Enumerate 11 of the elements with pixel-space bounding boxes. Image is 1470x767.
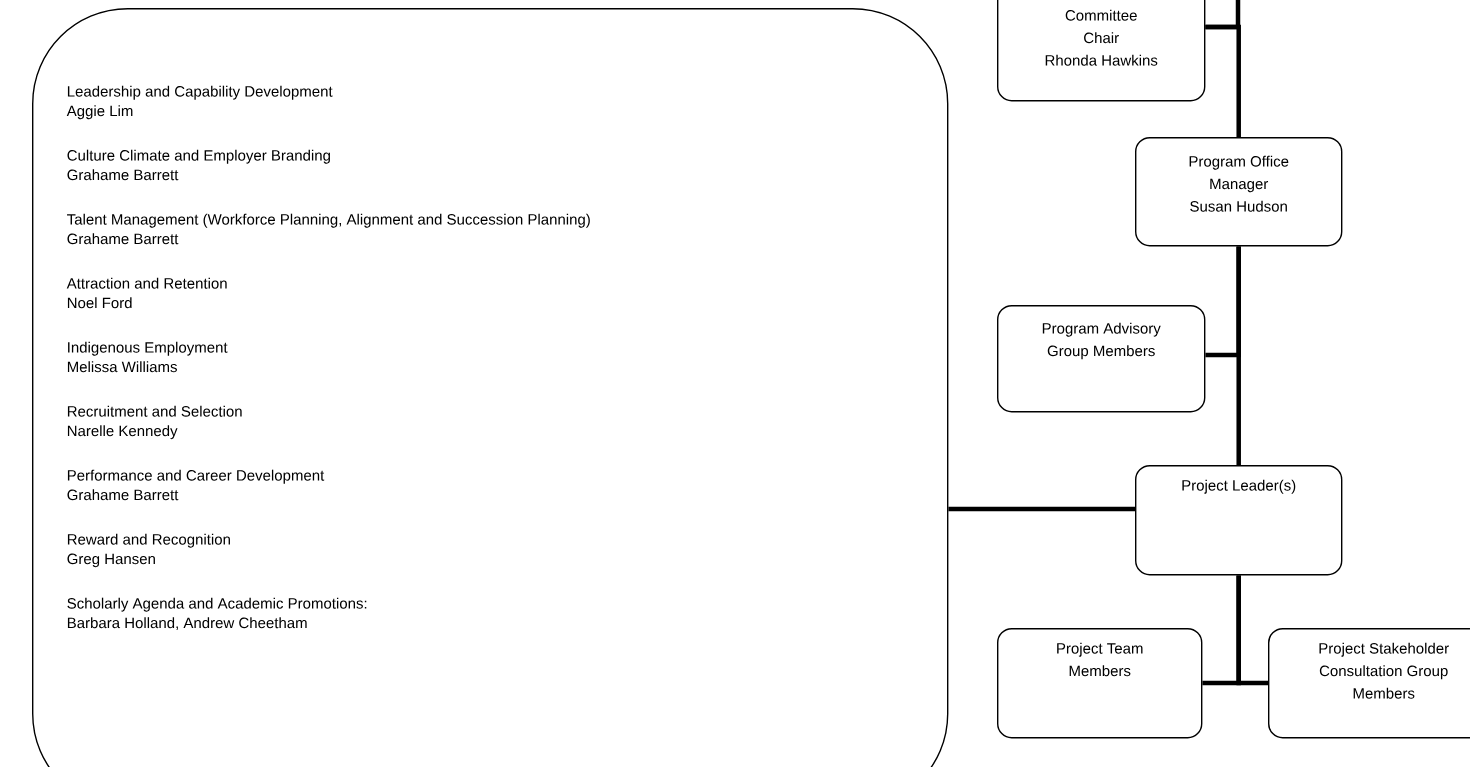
org-box: Project Leader(s) [1135,465,1343,576]
rounded-box: Leadership and Capability Development Aggie Lim Culture Climate and Employer Branding Grahame Barrett Talent Management (Workforce Planning, Alignment and Succession Planning) Grahame Barrett Attraction and Retention Noel Ford Indigenous Employment Melissa Williams Recruitment and Selection Narelle Kennedy Performance and Career Development Grahame Barrett Reward and Recognition Greg Hansen Scholarly Agenda and Academic Promotions: Barbara Holland, Andrew Cheetham [32,8,949,767]
connector-line [1205,24,1241,137]
org-box: Program Office Manager Susan Hudson [1135,137,1343,247]
connector-line [948,506,1135,512]
connector-line [1236,246,1241,465]
org-box: Committee Chair Rhonda Hawkins [997,0,1206,102]
org-box: Project Team Members [997,628,1203,739]
org-box: Program Advisory Group Members [997,305,1206,413]
connector-line [1236,575,1268,686]
org-box: Project Stakeholder Consultation Group Members [1268,628,1470,739]
